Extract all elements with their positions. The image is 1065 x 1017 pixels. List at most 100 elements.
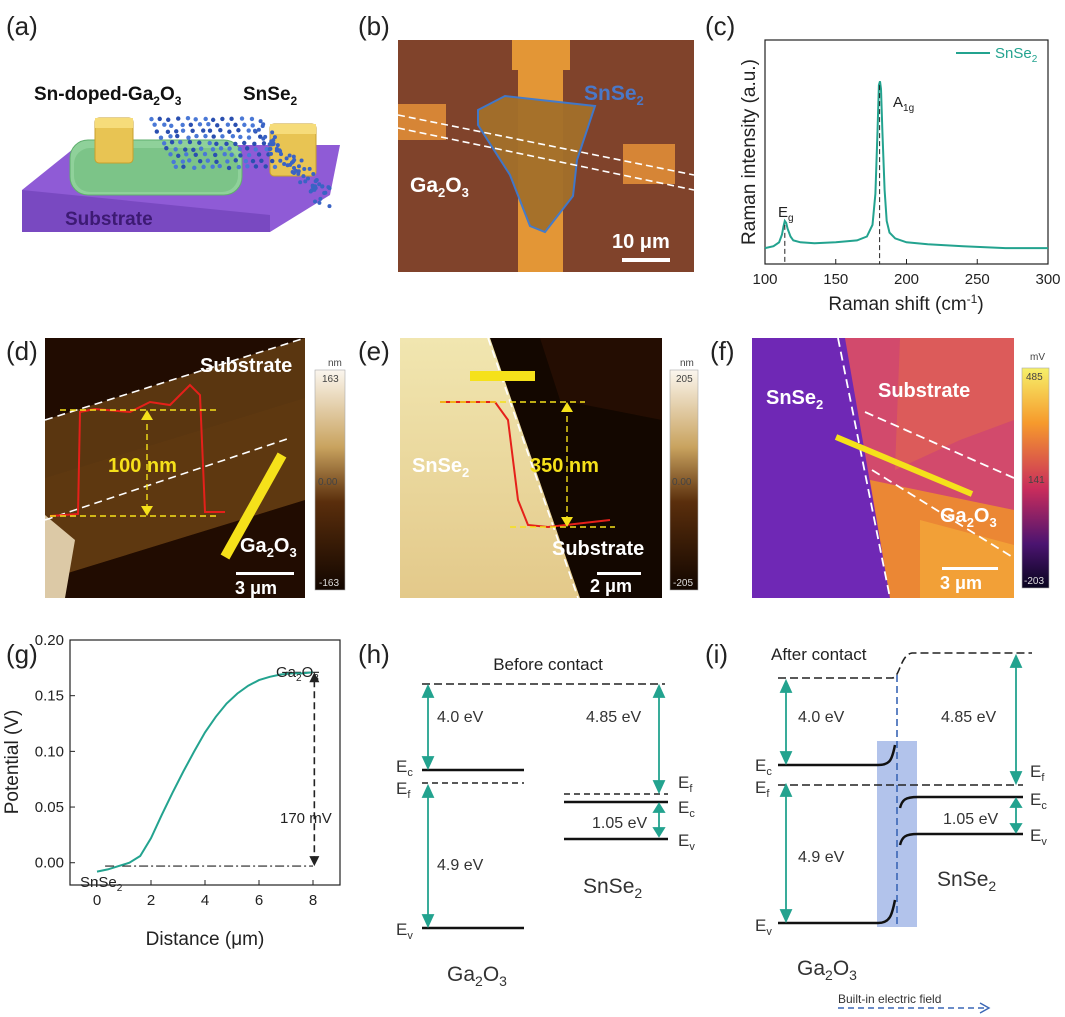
atom [268,151,273,156]
atom [288,162,293,167]
atom [279,152,284,157]
atom [174,129,179,134]
ef-label-i2: Ef [1030,762,1045,784]
atom [183,147,188,152]
atom [187,139,193,145]
atom [206,121,211,127]
panel-b-label: (b) [358,11,390,41]
atom [271,141,276,146]
atom [207,128,213,133]
atom [169,139,175,145]
colorbar-bot-f: -203 [1024,576,1044,587]
atom [244,146,250,151]
atom [198,146,204,151]
atom [253,128,258,133]
colorbar-bot-e: -205 [673,578,693,589]
atom [270,130,275,135]
panel-h-label: (h) [358,639,390,669]
atom [317,200,322,205]
y-tick-label-g: 0.10 [35,743,64,760]
atom [176,153,181,158]
atom [214,159,219,165]
panel-c-label: (c) [705,11,735,41]
atom [242,122,247,128]
atom [158,135,164,140]
snse2-flake [477,94,597,234]
atom [296,164,301,169]
atom [253,147,258,152]
y-tick-label-g: 0.00 [35,855,64,872]
ef-label-h: Ef [396,779,411,801]
substrate-label-f: Substrate [878,380,970,402]
colorbar-top-f: 485 [1026,372,1043,383]
atom [311,172,316,177]
gap-4-0-h: 4.0 eV [437,709,484,726]
atom [260,124,265,129]
ec-ga2o3-i [778,744,897,767]
atom [237,146,243,152]
atom [180,128,186,133]
colorbar-e [669,369,699,591]
scale-bar-e [597,572,641,575]
atom [203,133,208,139]
gap-4-9-h: 4.9 eV [437,857,484,874]
gap-4-9-i: 4.9 eV [798,849,845,866]
atom [298,180,303,185]
atom [261,141,267,146]
ev-ga2o3-i [778,899,897,925]
atom [287,153,292,158]
atom [193,152,198,158]
atom [154,129,160,134]
atom [169,123,174,129]
atom [164,145,169,151]
atom [299,158,304,163]
raman-series [764,81,1048,250]
scan-line-f [834,434,974,497]
atom [292,165,297,170]
atom [253,164,259,169]
atom [236,164,242,170]
atom [184,152,189,157]
snse2-mat-i: SnSe2 [937,868,996,894]
x-tick-label-g: 0 [93,892,101,909]
ec-snse2-i [898,795,1023,809]
snse2-label-e: SnSe2 [412,455,469,480]
y-tick-label-g: 0.15 [35,688,64,705]
atom [301,174,306,179]
atom [157,116,162,122]
atom [218,146,224,151]
ec-label-h: Ec [396,757,413,779]
atom [178,139,183,145]
atom [220,134,225,139]
atom [263,134,268,139]
atom [227,129,232,134]
atom [205,158,211,163]
panel-g-label: (g) [6,639,38,669]
x-tick-label-c: 200 [894,271,919,288]
atom [197,140,202,145]
atom [214,141,219,146]
ec-label-i: Ec [755,756,772,778]
ef-label-h2: Ef [678,773,693,795]
atom [193,117,198,122]
atom [291,154,296,159]
gap-4-85-h: 4.85 eV [586,709,641,726]
panel-h: (h) Before contact 4.0 eV 4.85 eV 4.9 eV… [358,639,695,989]
potential-series [96,671,314,873]
x-tick-label-c: 150 [823,271,848,288]
atom [168,134,173,139]
atom [256,127,261,132]
atom [233,122,238,128]
atom [187,158,192,163]
atom [190,128,195,133]
atom [225,122,231,127]
panel-a: (a) Sn-doped-Ga2O3 SnSe2 Substrate [6,11,340,232]
y-tick-label-g: 0.05 [35,799,64,816]
x-tick-label-g: 6 [255,892,263,909]
panel-i-label: (i) [705,639,728,669]
substrate-label-e: Substrate [552,538,644,560]
atom [186,135,191,140]
scale-bar-f [942,567,998,570]
colorbar-unit-f: mV [1030,352,1045,363]
